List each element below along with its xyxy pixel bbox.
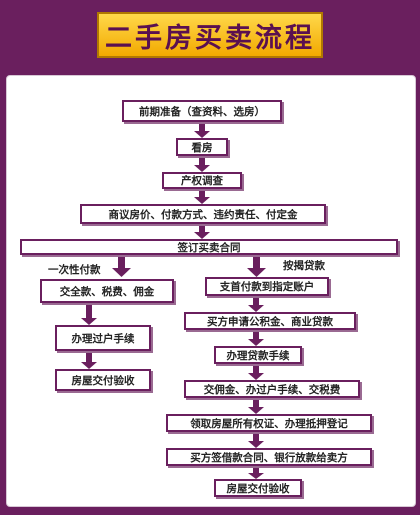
- arrow-title-negotiate: [194, 189, 210, 204]
- step-sign-contract: 签订买卖合同: [20, 239, 398, 255]
- mortgage-step-5: 领取房屋所有权证、办理抵押登记: [166, 414, 372, 432]
- branch-label-lump-sum: 一次性付款: [48, 264, 101, 276]
- step-prepare: 前期准备（查资料、选房）: [122, 100, 282, 122]
- arrow-prepare-view: [194, 122, 210, 138]
- arrow-negotiate-sign: [194, 224, 210, 239]
- arrow-sign-mortgage: [247, 255, 266, 277]
- title-banner: 二手房买卖流程: [97, 12, 323, 58]
- step-title-check: 产权调查: [162, 172, 242, 189]
- branch-label-mortgage: 按揭贷款: [283, 260, 325, 272]
- mortgage-step-1: 支首付款到指定账户: [205, 277, 329, 296]
- arrow-mortgage-2-3: [248, 330, 264, 346]
- arrow-mortgage-1-2: [248, 296, 264, 312]
- mortgage-step-4: 交佣金、办过户手续、交税费: [184, 380, 360, 398]
- arrow-mortgage-6-7: [248, 466, 264, 479]
- lump-sum-step-2: 办理过户手续: [55, 325, 151, 351]
- arrow-mortgage-3-4: [248, 364, 264, 380]
- arrow-sign-lumpsum: [112, 255, 131, 277]
- arrow-mortgage-4-5: [248, 398, 264, 414]
- arrow-lumpsum-2-3: [81, 351, 97, 369]
- mortgage-step-7: 房屋交付验收: [214, 479, 302, 497]
- page-title: 二手房买卖流程: [105, 22, 315, 54]
- step-view: 看房: [176, 138, 228, 156]
- arrow-lumpsum-1-2: [81, 303, 97, 325]
- lump-sum-step-1: 交全款、税费、佣金: [40, 279, 174, 303]
- mortgage-step-2: 买方申请公积金、商业贷款: [184, 312, 356, 330]
- lump-sum-step-3: 房屋交付验收: [55, 369, 151, 391]
- arrow-view-title: [194, 156, 210, 172]
- mortgage-step-3: 办理贷款手续: [214, 346, 302, 364]
- mortgage-step-6: 买方签借款合同、银行放款给卖方: [166, 448, 372, 466]
- step-negotiate: 商议房价、付款方式、违约责任、付定金: [80, 204, 326, 224]
- arrow-mortgage-5-6: [248, 432, 264, 448]
